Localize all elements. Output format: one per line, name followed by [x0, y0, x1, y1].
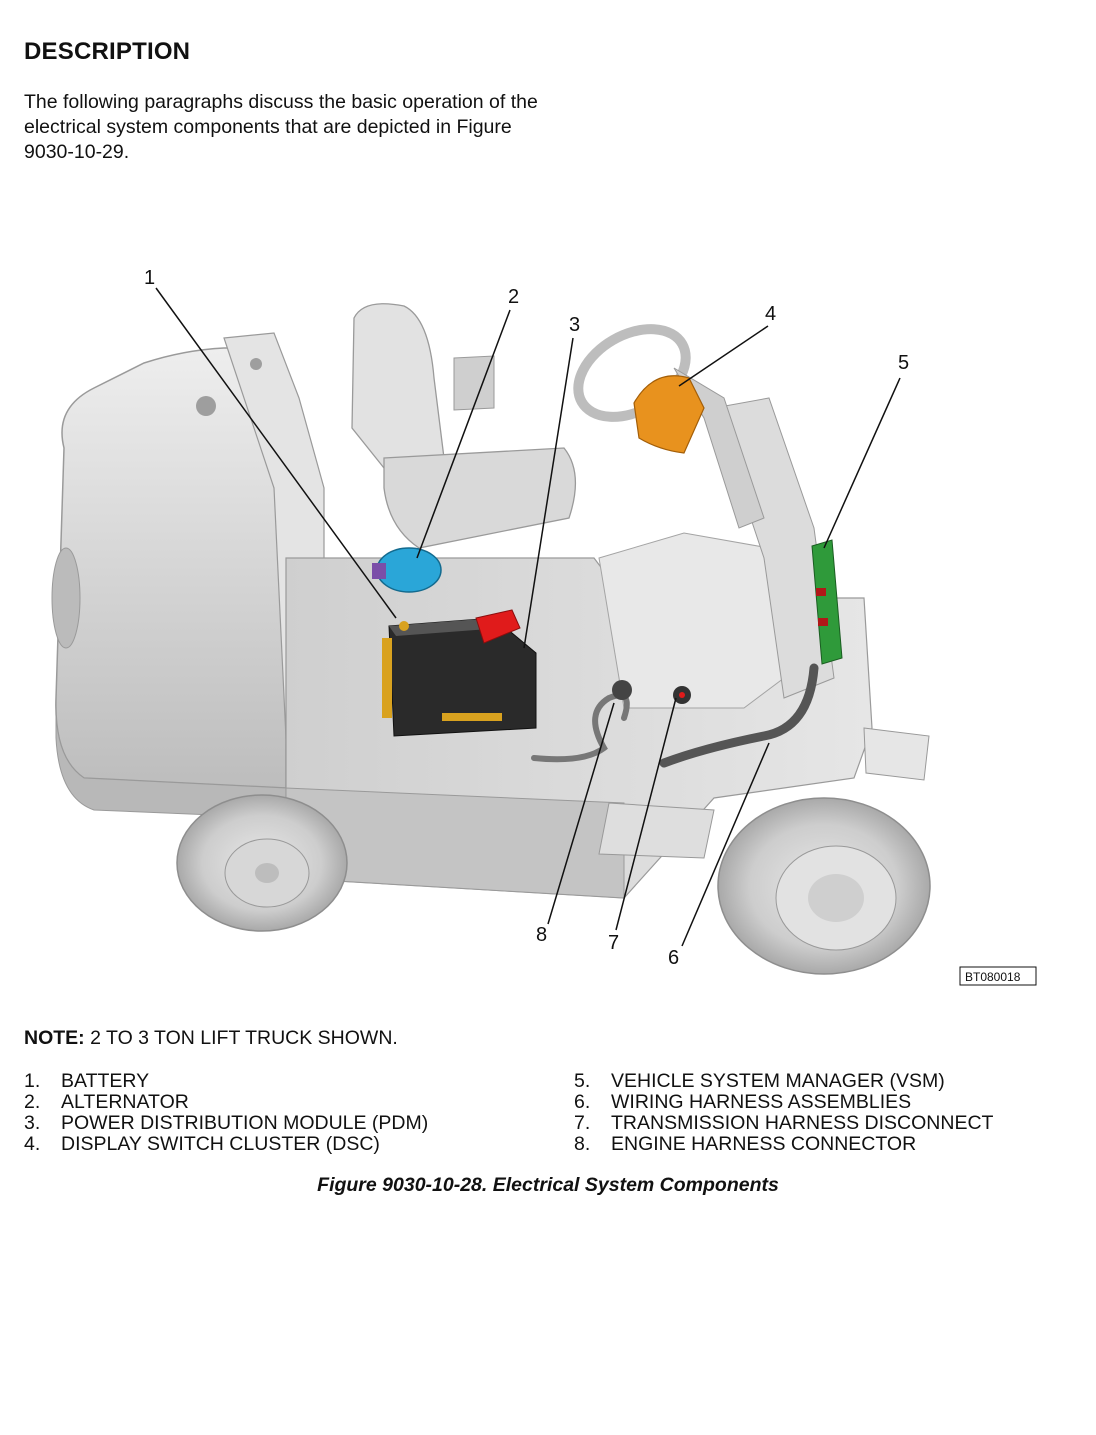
intro-paragraph: The following paragraphs discuss the bas…	[24, 91, 538, 163]
figure-caption: Figure 9030-10-28. Electrical System Com…	[317, 1174, 779, 1196]
legend-item: 8.ENGINE HARNESS CONNECTOR	[574, 1133, 917, 1155]
rear-wheel	[176, 794, 348, 932]
legend-item: 4.DISPLAY SWITCH CLUSTER (DSC)	[24, 1133, 380, 1155]
legend-left: 1.BATTERY 2.ALTERNATOR 3.POWER DISTRIBUT…	[24, 1071, 428, 1155]
note-label: NOTE:	[24, 1027, 85, 1049]
callout-3: 3	[569, 314, 580, 336]
front-wheel	[717, 797, 931, 975]
legend-item: 5.VEHICLE SYSTEM MANAGER (VSM)	[574, 1070, 945, 1092]
vehicle-system-manager	[811, 539, 843, 665]
note-text: 2 TO 3 TON LIFT TRUCK SHOWN.	[90, 1027, 398, 1049]
callout-5: 5	[898, 352, 909, 374]
lift-truck-figure: 1 2 3 4 5 6 7 8 BT080018	[24, 258, 1074, 1010]
battery	[382, 617, 537, 737]
callout-6: 6	[668, 947, 679, 969]
callout-4: 4	[765, 303, 776, 325]
callout-7: 7	[608, 932, 619, 954]
alternator	[372, 547, 442, 593]
callout-8: 8	[536, 924, 547, 946]
note: NOTE: 2 TO 3 TON LIFT TRUCK SHOWN.	[24, 1027, 398, 1050]
harnesses	[531, 663, 819, 768]
legend-item: 3.POWER DISTRIBUTION MODULE (PDM)	[24, 1112, 429, 1134]
callout-2: 2	[508, 286, 519, 308]
leader-lines	[155, 287, 901, 947]
callouts: 1 2 3 4 5 6 7 8	[144, 267, 909, 969]
legend-item: 6.WIRING HARNESS ASSEMBLIES	[574, 1091, 912, 1113]
lift-truck-illustration: 1 2 3 4 5 6 7 8 BT080018	[51, 267, 1037, 986]
legend-item: 2.ALTERNATOR	[24, 1091, 189, 1113]
figure-id-box: BT080018	[959, 966, 1037, 986]
legend-item: 7.TRANSMISSION HARNESS DISCONNECT	[574, 1112, 994, 1134]
callout-1: 1	[144, 267, 155, 289]
operator-seat	[351, 303, 577, 549]
legend-right: 5.VEHICLE SYSTEM MANAGER (VSM) 6.WIRING …	[574, 1071, 993, 1155]
section-heading: DESCRIPTION	[24, 38, 191, 65]
figure-id: BT080018	[965, 970, 1021, 984]
power-distribution-module	[475, 609, 521, 644]
legend-item: 1.BATTERY	[24, 1070, 150, 1092]
display-switch-cluster	[633, 375, 705, 454]
